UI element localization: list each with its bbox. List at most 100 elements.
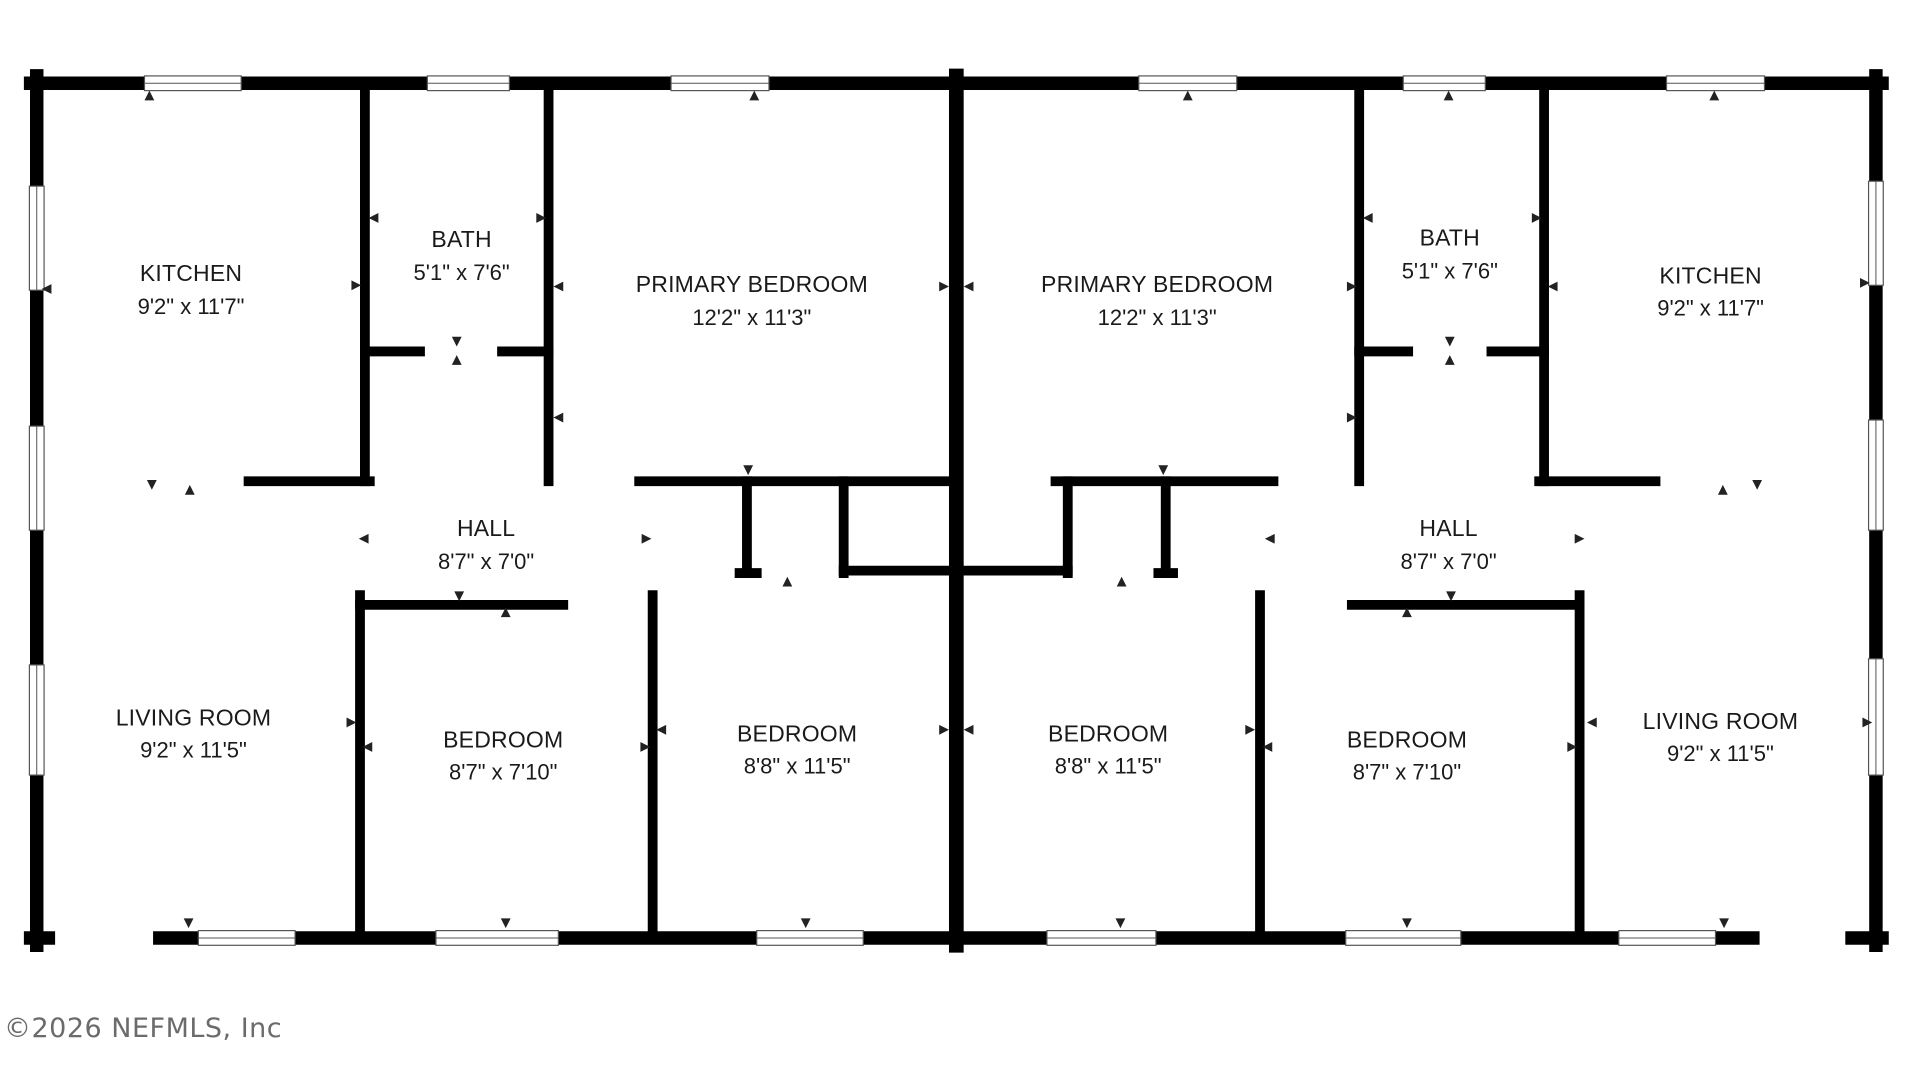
room-bedroom-1: BEDROOM 8'7" x 7'10" xyxy=(443,727,563,785)
room-name: PRIMARY BEDROOM xyxy=(1041,271,1273,297)
dimension-arrow xyxy=(1860,277,1870,288)
dimension-arrow xyxy=(1182,90,1193,101)
window xyxy=(1867,419,1884,531)
dimension-arrow xyxy=(1346,412,1357,423)
dimension-arrow xyxy=(782,576,793,587)
room-dimensions: 5'1" x 7'6" xyxy=(1402,259,1498,284)
dimension-arrow xyxy=(454,591,465,602)
room-name: PRIMARY BEDROOM xyxy=(636,271,868,297)
dimension-arrow xyxy=(500,918,511,929)
dimension-arrow xyxy=(800,918,811,929)
dimension-arrow xyxy=(963,724,974,735)
room-primary-bedroom-left: PRIMARY BEDROOM 12'2" x 11'3" xyxy=(636,271,868,330)
dimension-arrow xyxy=(656,724,667,735)
window xyxy=(426,75,510,92)
room-name: BEDROOM xyxy=(737,720,857,746)
dimension-arrow xyxy=(1752,480,1763,490)
dimension-arrow xyxy=(1717,484,1728,495)
room-name: BEDROOM xyxy=(1048,720,1168,746)
room-living-room-left: LIVING ROOM 9'2" x 11'5" xyxy=(116,705,272,763)
window xyxy=(1867,180,1884,286)
dimension-arrow xyxy=(1444,355,1455,365)
window xyxy=(28,664,45,776)
room-dimensions: 9'2" x 11'7" xyxy=(138,294,245,319)
window xyxy=(670,75,770,92)
dimension-arrow xyxy=(144,90,155,101)
copyright-watermark: ©2026 NEFMLS, Inc xyxy=(4,1013,283,1044)
dimension-arrow xyxy=(346,717,357,728)
dimension-arrow xyxy=(553,412,564,423)
dimension-arrow xyxy=(351,280,362,291)
window xyxy=(1046,930,1157,946)
dimension-arrow xyxy=(362,742,373,752)
dimension-arrow xyxy=(146,480,157,490)
room-dimensions: 9'2" x 11'5" xyxy=(1667,741,1774,766)
room-dimensions: 5'1" x 7'6" xyxy=(414,260,510,285)
dimension-arrow xyxy=(939,724,949,735)
room-dimensions: 12'2" x 11'3" xyxy=(692,305,811,330)
room-name: HALL xyxy=(457,515,515,541)
room-dimensions: 8'8" x 11'5" xyxy=(1055,753,1162,778)
dimension-arrow xyxy=(536,213,547,223)
room-dimensions: 8'7" x 7'0" xyxy=(438,549,534,574)
room-kitchen-left: KITCHEN 9'2" x 11'7" xyxy=(138,260,245,319)
room-dimensions: 8'7" x 7'0" xyxy=(1400,549,1496,574)
room-name: BEDROOM xyxy=(443,727,563,753)
dimension-arrow xyxy=(41,284,52,294)
room-name: BATH xyxy=(1420,225,1480,251)
window xyxy=(143,75,242,92)
room-dimensions: 8'7" x 7'10" xyxy=(1353,759,1461,784)
dimension-arrow xyxy=(1862,717,1873,728)
dimension-arrow xyxy=(1402,918,1412,929)
dimension-arrow xyxy=(553,281,564,292)
windows xyxy=(28,75,1884,946)
window xyxy=(1138,75,1238,92)
dimension-arrow xyxy=(1719,918,1729,929)
dimension-markers xyxy=(41,90,1873,929)
dimension-arrow xyxy=(451,355,462,365)
room-dimensions: 9'2" x 11'7" xyxy=(1657,295,1764,320)
dimension-arrow xyxy=(500,607,511,618)
room-bath-left: BATH 5'1" x 7'6" xyxy=(414,226,510,285)
dimension-arrow xyxy=(1444,336,1455,347)
dimension-arrow xyxy=(641,533,652,544)
room-bath-right: BATH 5'1" x 7'6" xyxy=(1402,225,1498,284)
dimension-arrow xyxy=(1531,213,1542,223)
room-name: BEDROOM xyxy=(1347,727,1467,753)
room-name: BATH xyxy=(431,226,491,252)
dimension-arrow xyxy=(640,742,651,752)
dimension-arrow xyxy=(358,533,369,544)
room-dimensions: 8'7" x 7'10" xyxy=(449,759,557,784)
dimension-arrow xyxy=(1116,576,1127,587)
window xyxy=(1618,930,1717,946)
room-name: KITCHEN xyxy=(140,260,242,286)
window xyxy=(1665,75,1766,92)
dimension-arrow xyxy=(1264,533,1275,544)
room-bedroom-3: BEDROOM 8'8" x 11'5" xyxy=(1048,720,1168,778)
room-labels: KITCHEN 9'2" x 11'7" BATH 5'1" x 7'6" PRIMAR… xyxy=(116,225,1798,785)
window xyxy=(1345,930,1462,946)
dimension-arrow xyxy=(1262,742,1273,752)
dimension-arrow xyxy=(1709,90,1720,101)
dimension-arrow xyxy=(1547,281,1558,292)
dimension-arrow xyxy=(749,90,760,101)
room-hall-left: HALL 8'7" x 7'0" xyxy=(438,515,534,574)
dimension-arrow xyxy=(1346,281,1357,292)
dimension-arrow xyxy=(368,213,379,223)
dimension-arrow xyxy=(1115,918,1126,929)
window xyxy=(197,930,296,946)
dimension-arrow xyxy=(1402,607,1412,618)
window xyxy=(1402,75,1486,92)
room-bedroom-4: BEDROOM 8'7" x 7'10" xyxy=(1347,727,1467,785)
dimension-arrow xyxy=(451,336,462,347)
room-dimensions: 9'2" x 11'5" xyxy=(140,737,247,762)
window xyxy=(28,185,45,291)
dimension-arrow xyxy=(1158,465,1169,476)
room-name: LIVING ROOM xyxy=(116,705,272,731)
dimension-arrow xyxy=(939,281,949,292)
